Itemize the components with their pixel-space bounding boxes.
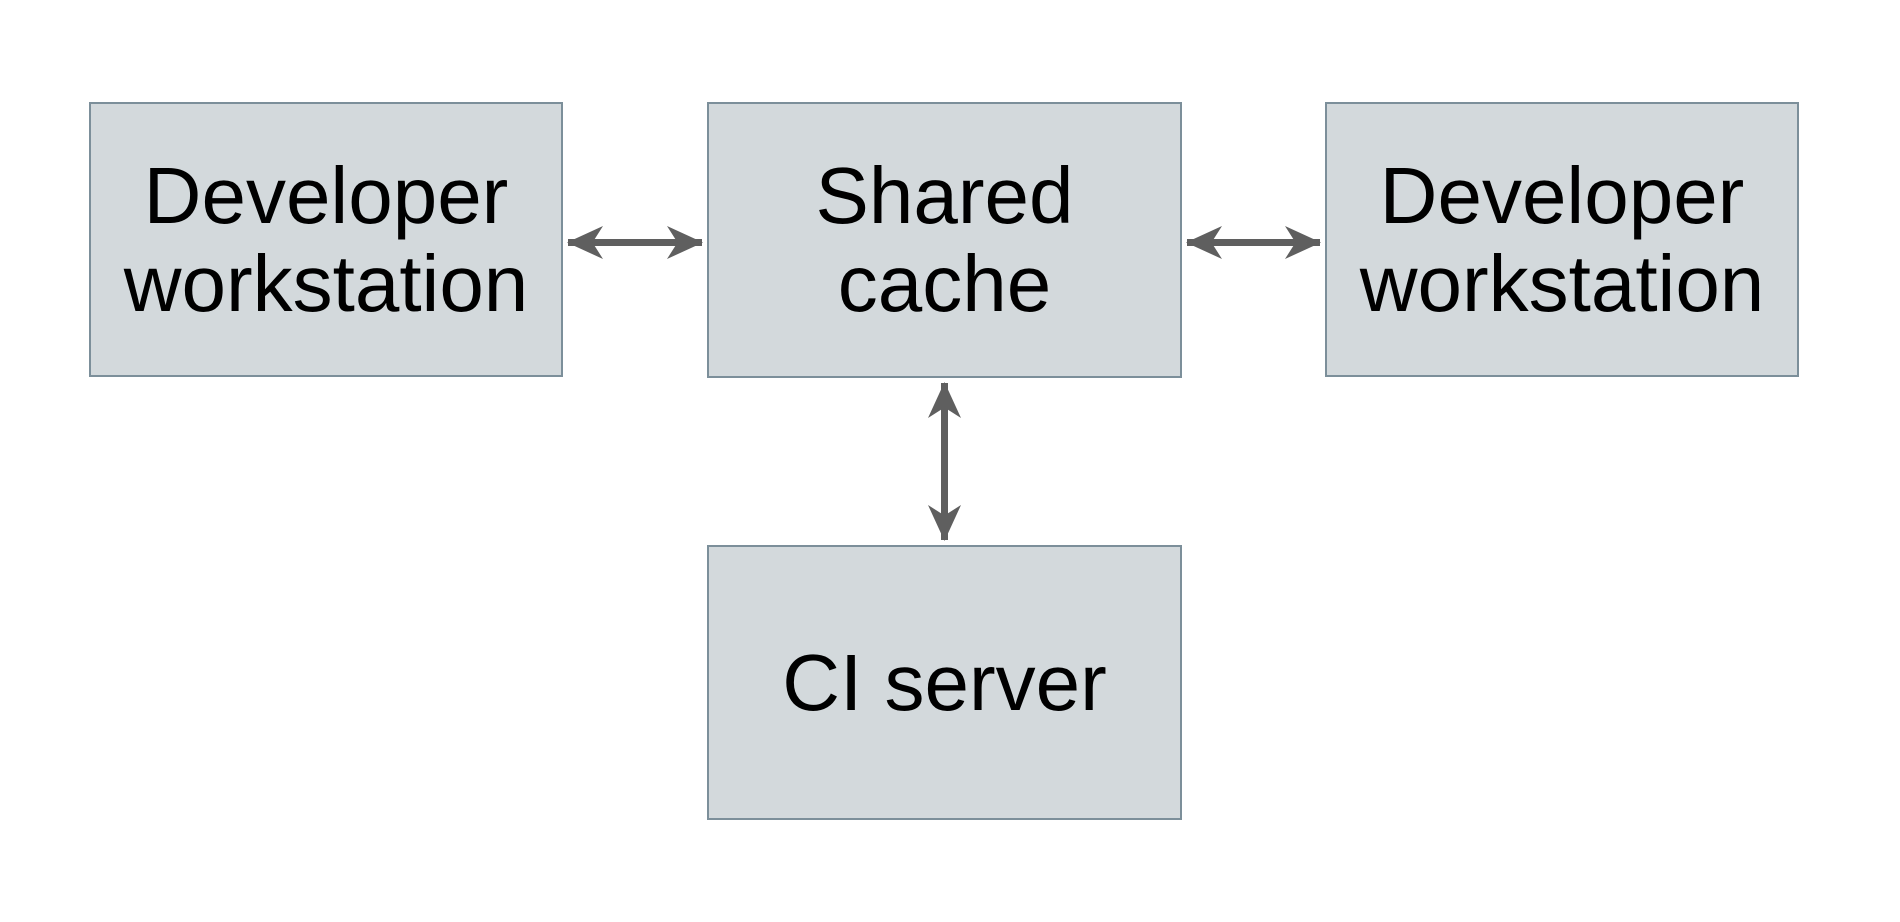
node-developer-workstation-right: Developer workstation: [1325, 102, 1799, 377]
node-label: Shared cache: [815, 151, 1074, 328]
node-label: CI server: [782, 637, 1107, 727]
node-label: Developer workstation: [123, 150, 529, 328]
node-developer-workstation-left: Developer workstation: [89, 102, 563, 377]
node-shared-cache: Shared cache: [707, 102, 1182, 378]
node-label: Developer workstation: [1359, 150, 1765, 328]
node-ci-server: CI server: [707, 545, 1182, 820]
